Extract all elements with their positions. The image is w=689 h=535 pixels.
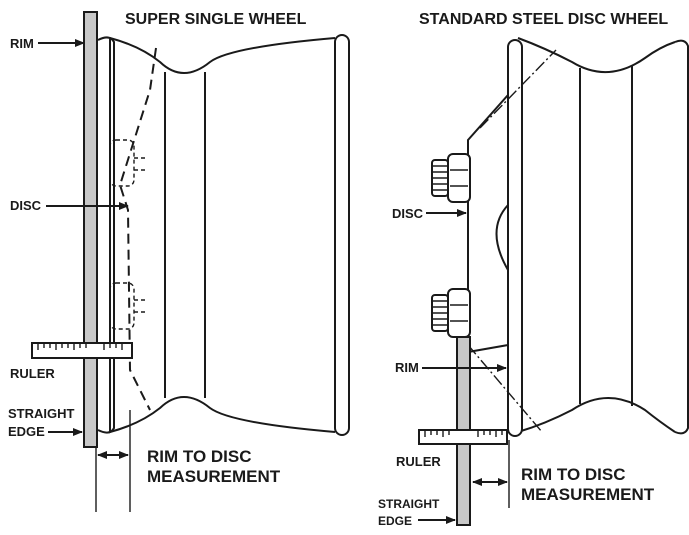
standard-disc-plate [467, 92, 509, 354]
super-single-disc-hidden-line [118, 47, 157, 411]
super-single-measure-line-1: RIM TO DISC [147, 447, 252, 466]
standard-bolt-lower [431, 288, 471, 338]
standard-ruler-label: RULER [396, 454, 441, 469]
standard-ruler [418, 429, 508, 445]
super-single-title: SUPER SINGLE WHEEL [125, 11, 307, 28]
super-single-rim-label: RIM [10, 36, 34, 51]
standard-straight-label: STRAIGHT [378, 497, 440, 511]
right-flange [334, 34, 350, 436]
disc-centerline-top [479, 49, 557, 129]
disc-centerline-bottom [467, 344, 543, 433]
standard-bolt-upper [431, 153, 471, 203]
standard-wheel-body [507, 37, 689, 437]
super-single-straight-label: STRAIGHT [8, 406, 75, 421]
super-single-ruler [31, 342, 133, 359]
hidden-bolt-lower [109, 282, 146, 330]
standard-disc-label: DISC [392, 206, 424, 221]
standard-measure-line-2: MEASUREMENT [521, 485, 655, 504]
standard-edge-label: EDGE [378, 514, 412, 528]
standard-measure-line-1: RIM TO DISC [521, 465, 626, 484]
standard-steel-wheel-panel: STANDARD STEEL DISC WHEEL [378, 11, 689, 528]
standard-rim-label: RIM [395, 360, 419, 375]
super-single-measure-line-2: MEASUREMENT [147, 467, 281, 486]
standard-left-flange [507, 39, 523, 437]
super-single-wheel-body [97, 34, 350, 436]
super-single-ruler-label: RULER [10, 366, 55, 381]
super-single-edge-label: EDGE [8, 424, 45, 439]
standard-hub-hump [495, 204, 509, 271]
standard-steel-title: STANDARD STEEL DISC WHEEL [419, 11, 668, 28]
super-single-disc-label: DISC [10, 198, 42, 213]
hidden-bolt-upper [109, 139, 146, 187]
super-single-wheel-panel: SUPER SINGLE WHEEL [8, 11, 350, 512]
super-single-straight-edge [83, 11, 98, 448]
